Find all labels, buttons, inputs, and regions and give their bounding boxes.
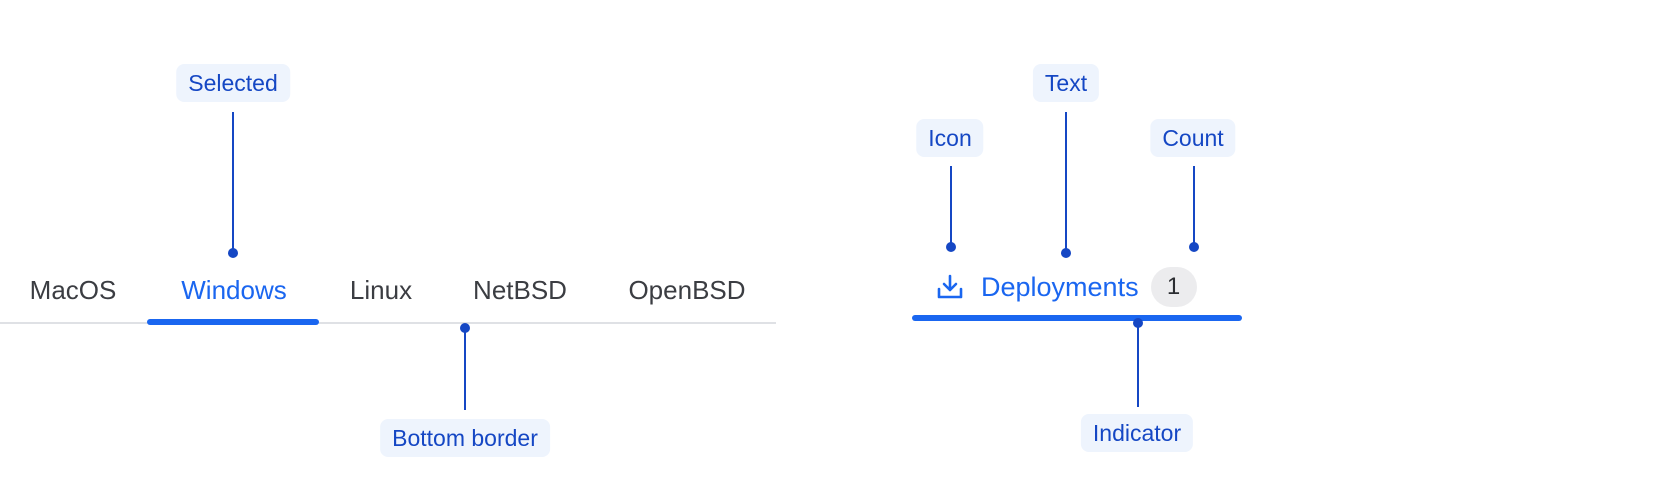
callout-indicator: Indicator <box>1080 414 1194 452</box>
deployments-tab-label: Deployments <box>981 272 1139 302</box>
callout-bottom-border-line <box>464 330 466 410</box>
tab-linux[interactable]: Linux <box>349 275 413 305</box>
callout-bottom-border-dot <box>460 323 470 333</box>
download-icon <box>935 272 965 302</box>
tab-macos[interactable]: MacOS <box>29 275 117 305</box>
callout-count-line <box>1193 166 1195 246</box>
callout-indicator-line <box>1137 325 1139 407</box>
callout-icon: Icon <box>916 119 984 157</box>
tab-netbsd[interactable]: NetBSD <box>473 275 567 305</box>
callout-text-line <box>1065 112 1067 252</box>
callout-count: Count <box>1150 119 1236 157</box>
callout-indicator-dot <box>1133 318 1143 328</box>
callout-text-dot <box>1061 248 1071 258</box>
callout-selected-line <box>232 112 234 252</box>
tab-windows[interactable]: Windows <box>181 275 287 305</box>
selected-tab-indicator <box>147 319 319 325</box>
deployments-count-badge: 1 <box>1150 267 1197 307</box>
deployments-tab-indicator <box>912 315 1242 321</box>
tab-openbsd[interactable]: OpenBSD <box>628 275 746 305</box>
deployments-tab[interactable]: Deployments 1 <box>912 262 1197 312</box>
callout-bottom-border: Bottom border <box>380 419 550 457</box>
callout-icon-dot <box>946 242 956 252</box>
tabs-bottom-border <box>0 322 776 324</box>
callout-text: Text <box>1032 64 1100 102</box>
callout-icon-line <box>950 166 952 246</box>
callout-selected: Selected <box>176 64 290 102</box>
callout-selected-dot <box>228 248 238 258</box>
callout-count-dot <box>1189 242 1199 252</box>
